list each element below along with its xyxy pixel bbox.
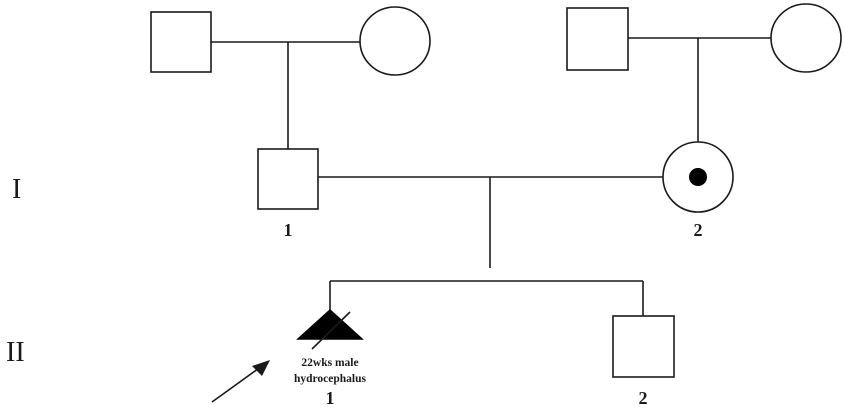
- individual-I-1-number: 1: [284, 220, 293, 240]
- individual-I-2-number: 2: [694, 220, 703, 240]
- maternal-grandfather-square: [566, 7, 629, 71]
- deceased-slash: [311, 311, 351, 350]
- maternal-grandmother-circle: [770, 3, 842, 73]
- individual-II-1-number: 1: [326, 388, 335, 408]
- individual-I-1-square: [257, 148, 319, 210]
- individual-II-1-note-line1: 22wks male: [301, 357, 358, 369]
- individual-II-2-square: [612, 315, 675, 378]
- paternal-grandfather-square: [150, 11, 212, 73]
- individual-II-1-affected-triangle: [296, 308, 364, 340]
- carrier-dot-icon: [689, 168, 707, 186]
- generation-label-II: II: [6, 337, 25, 368]
- paternal-grandmother-circle: [359, 6, 431, 76]
- proband-arrow-shaft: [211, 365, 263, 403]
- individual-II-2-number: 2: [639, 388, 648, 408]
- generation-label-I: I: [12, 174, 21, 205]
- individual-II-1-note-line2: hydrocephalus: [294, 373, 367, 385]
- proband-arrow-icon: [252, 360, 270, 376]
